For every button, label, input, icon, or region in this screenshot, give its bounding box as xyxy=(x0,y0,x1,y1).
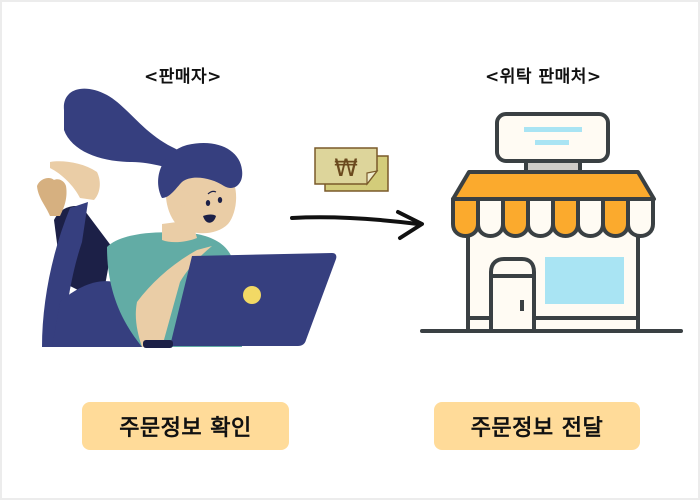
awning-scallop xyxy=(626,197,655,238)
eyebrow xyxy=(207,190,217,195)
store-window xyxy=(545,257,624,304)
order-info-confirm-button[interactable]: 주문정보 확인 xyxy=(82,402,289,450)
awning-scallop xyxy=(526,197,555,238)
door-handle xyxy=(520,300,524,311)
awning-top xyxy=(451,170,656,201)
sign-line-1 xyxy=(524,127,582,132)
order-info-deliver-button[interactable]: 주문정보 전달 xyxy=(434,402,640,450)
consignee-label: <위탁 판매처> xyxy=(485,67,602,87)
store-door xyxy=(489,257,536,333)
awning-scallop xyxy=(551,197,580,238)
laptop-base xyxy=(143,340,173,348)
awning-scallop xyxy=(476,197,505,238)
arm xyxy=(135,246,212,347)
eye-right xyxy=(217,197,223,203)
raised-hand-icon xyxy=(37,178,67,216)
awning-scallop xyxy=(451,197,480,238)
eye-left xyxy=(205,200,211,206)
legs xyxy=(42,202,88,347)
won-symbol: ₩ xyxy=(334,154,358,182)
hair-ponytail xyxy=(63,88,194,172)
foot-icon xyxy=(50,161,100,200)
laptop-logo-icon xyxy=(243,286,261,304)
awning-scallop xyxy=(576,197,605,238)
seller-label: <판매자> xyxy=(144,67,222,87)
mouth-smile xyxy=(203,214,216,223)
store-sign xyxy=(495,112,610,163)
hair-top xyxy=(158,142,243,198)
flow-arrow-icon xyxy=(290,210,424,240)
awning-scallop xyxy=(501,197,530,238)
sign-line-2 xyxy=(535,140,569,145)
money-note-icon: ₩ xyxy=(314,147,389,192)
ear xyxy=(174,190,190,206)
awning-scallop xyxy=(601,197,630,238)
